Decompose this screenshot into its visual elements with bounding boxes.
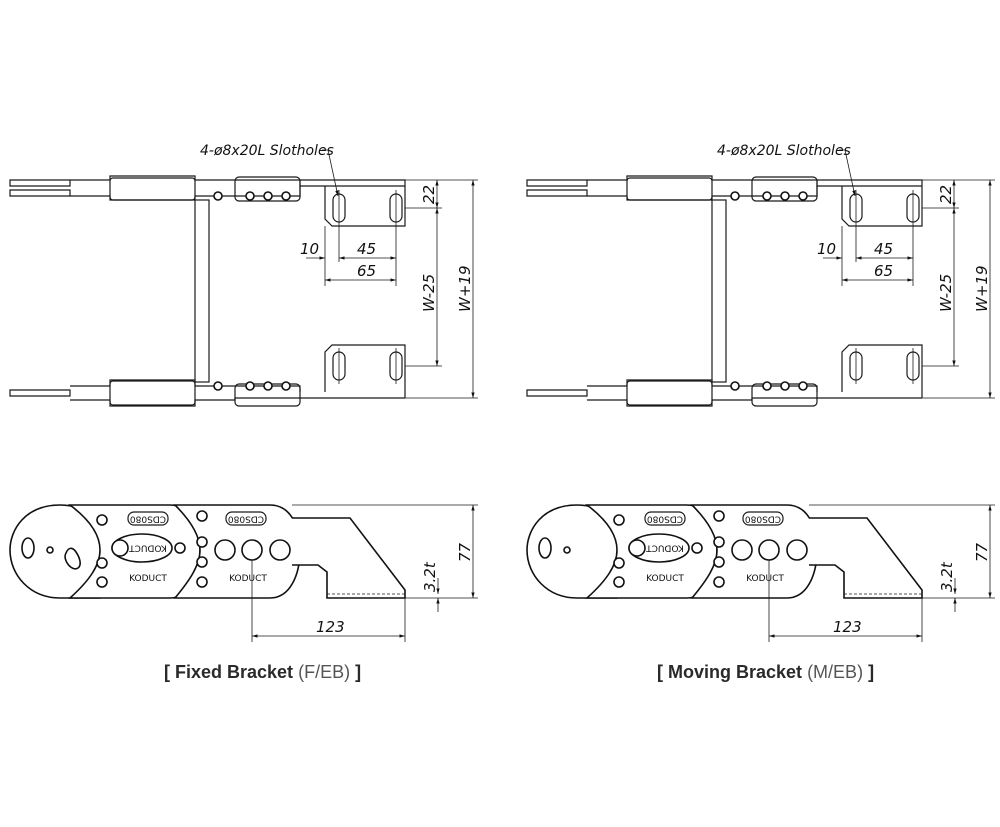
moving-dim-32: 3.2t xyxy=(938,561,956,592)
fixed-dim-77: 77 xyxy=(456,542,474,562)
moving-stamp-brand-c: KODUCT xyxy=(746,574,784,584)
fixed-dim-123: 123 xyxy=(316,618,345,636)
fixed-dim-32: 3.2t xyxy=(421,561,439,592)
moving-caption-code: (M/EB) xyxy=(807,662,864,682)
fixed-stamp-brand-c: KODUCT xyxy=(229,574,267,584)
moving-stamp-model-mid: CDS080 xyxy=(745,514,781,524)
fixed-dim-22: 22 xyxy=(420,185,438,204)
fixed-dim-45: 45 xyxy=(357,240,376,258)
moving-dim-w19: W+19 xyxy=(973,266,991,313)
fixed-dim-10: 10 xyxy=(300,240,319,258)
moving-dim-22: 22 xyxy=(937,185,955,204)
moving-caption-name: Moving Bracket xyxy=(668,662,803,682)
fixed-stamp-model-top: CDS080 xyxy=(130,514,166,524)
moving-stamp-brand-a: KODUCT xyxy=(646,543,684,553)
fixed-stamp-brand-b: KODUCT xyxy=(129,574,167,584)
fixed-caption-close: ] xyxy=(350,662,362,682)
fixed-side-view: CDS080 KODUCT KODUCT CDS080 KODUCT 77 xyxy=(9,504,478,642)
fixed-caption-open: [ xyxy=(164,662,175,682)
moving-dim-45: 45 xyxy=(874,240,893,258)
fixed-dim-65: 65 xyxy=(357,262,376,280)
fixed-caption-code: (F/EB) xyxy=(298,662,351,682)
fixed-dim-w19: W+19 xyxy=(456,266,474,313)
fixed-top-view: 4-ø8x20L Slotholes 22 W-25 W+19 10 45 xyxy=(9,143,478,407)
moving-dim-65: 65 xyxy=(874,262,893,280)
fixed-stamp-model-mid: CDS080 xyxy=(228,514,264,524)
moving-bracket-drawing: 4-ø8x20L Slotholes 22 W-25 W+19 10 45 65 xyxy=(526,143,995,642)
moving-caption-close: ] xyxy=(863,662,875,682)
moving-top-view: 4-ø8x20L Slotholes 22 W-25 W+19 10 45 65 xyxy=(526,143,995,407)
moving-dim-10: 10 xyxy=(817,240,836,258)
moving-caption-open: [ xyxy=(657,662,668,682)
fixed-slothole-callout: 4-ø8x20L Slotholes xyxy=(200,143,334,159)
moving-dim-w25: W-25 xyxy=(937,274,955,312)
moving-stamp-brand-b: KODUCT xyxy=(646,574,684,584)
fixed-bracket-caption: [ Fixed Bracket (F/EB) ] xyxy=(164,662,361,683)
moving-dim-123: 123 xyxy=(833,618,862,636)
moving-side-view: CDS080 KODUCT KODUCT CDS080 KODUCT 77 3.… xyxy=(526,504,995,642)
fixed-bracket-drawing: 4-ø8x20L Slotholes 22 W-25 W+19 10 45 xyxy=(9,143,478,642)
moving-bracket-caption: [ Moving Bracket (M/EB) ] xyxy=(657,662,874,683)
fixed-dim-w25: W-25 xyxy=(420,274,438,312)
moving-dim-77: 77 xyxy=(973,542,991,562)
fixed-caption-name: Fixed Bracket xyxy=(175,662,294,682)
moving-stamp-model-top: CDS080 xyxy=(647,514,683,524)
fixed-stamp-brand-a: KODUCT xyxy=(129,543,167,553)
moving-slothole-callout: 4-ø8x20L Slotholes xyxy=(717,143,851,159)
